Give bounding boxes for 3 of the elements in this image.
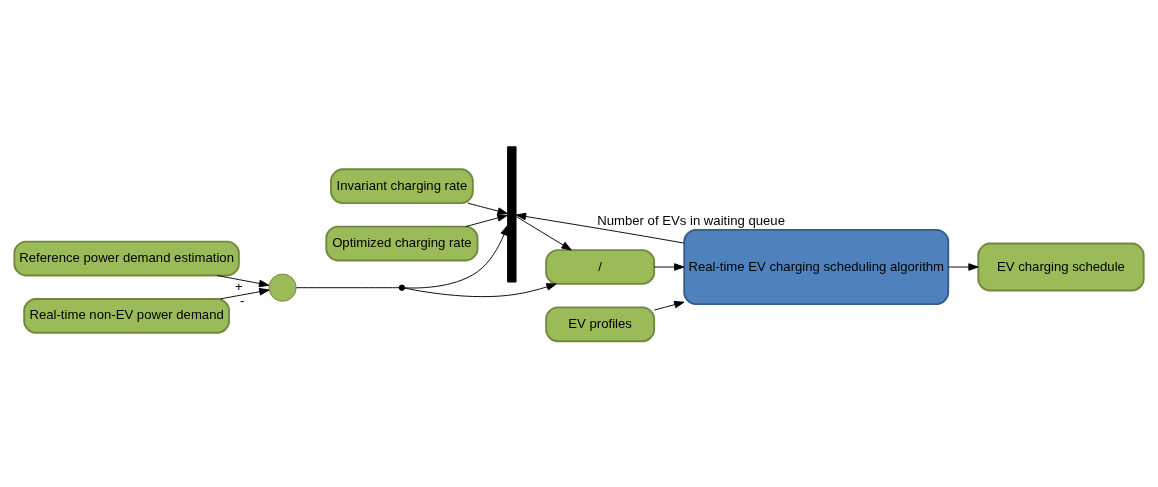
edge-label: Number of EVs in waiting queue (597, 212, 785, 228)
edge-label: - (239, 292, 245, 308)
edge-label: + (234, 278, 243, 294)
